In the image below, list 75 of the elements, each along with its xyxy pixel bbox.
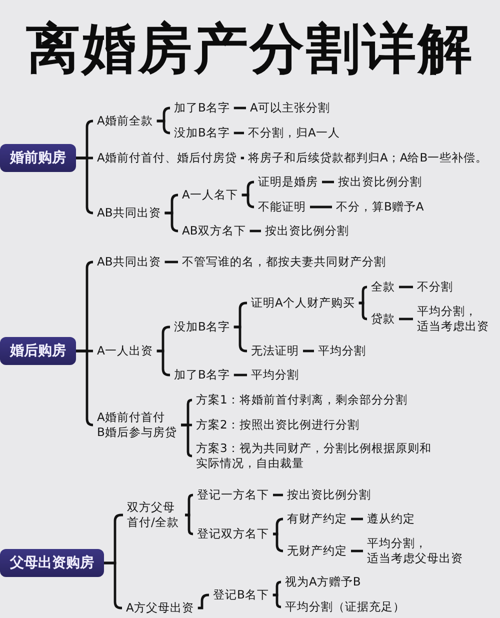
topic-box: 婚后购房 — [0, 337, 76, 365]
bracket-line — [181, 424, 194, 458]
branch-label: 登记双方名下 — [193, 526, 273, 542]
outcome-label: 方案1：将婚前首付剥离，剩余部分分割 — [192, 392, 412, 408]
bracket-line — [185, 494, 194, 516]
connector-line — [250, 230, 261, 232]
connector-line — [273, 494, 283, 496]
branch-label: 双方父母首付/全款 — [123, 500, 185, 530]
bracket-line — [156, 120, 172, 134]
outcome-label: 平均分割，适当考虑出资 — [413, 304, 495, 334]
bracket-line — [272, 594, 282, 608]
branch-label: 贷款 — [367, 312, 399, 326]
connector-line — [234, 374, 247, 376]
outcome-label: A可以主张分割 — [246, 100, 334, 116]
branch-label: 证明A个人财产购买 — [247, 296, 359, 310]
outcome-label: 按出资比例分割 — [261, 224, 353, 238]
branch-label: 全款 — [367, 280, 399, 294]
topic-box: 婚前购房 — [0, 144, 76, 172]
outcome-label: 平均分割，适当考虑父母出资 — [363, 536, 469, 566]
topic-box: 父母出资购房 — [0, 549, 104, 577]
branch-label: A婚前全款 — [93, 114, 157, 128]
branch-label: A一人名下 — [178, 188, 242, 202]
branch-label: 无财产约定 — [283, 544, 351, 558]
branch-label: A婚前付首付、婚后付房贷 — [93, 150, 241, 166]
connector-line — [234, 106, 246, 110]
branch-label: 无法证明 — [247, 344, 303, 358]
connector-line — [164, 260, 178, 264]
bracket-line — [185, 514, 194, 536]
branch-label: 加了B名字 — [170, 368, 234, 382]
bracket-line — [76, 350, 94, 426]
branch-label: A一人出资 — [93, 344, 157, 358]
outcome-label: 按出资比例分割 — [283, 488, 375, 502]
outcome-label: 平均分割 — [314, 344, 370, 358]
bracket-line — [242, 194, 256, 208]
connector-line — [310, 206, 332, 208]
bracket-line — [76, 156, 94, 214]
connector-line — [351, 550, 363, 552]
bracket-line — [273, 518, 284, 536]
connector-line — [303, 350, 314, 352]
branch-label: 没加B名字 — [170, 126, 234, 140]
branch-label: A婚前付首付 B婚后参与房贷 — [93, 410, 181, 440]
outcome-label: 不管写谁的名，都按夫妻共同财产分割 — [178, 254, 390, 270]
connector-line — [234, 132, 244, 134]
branch-label: AB共同出资 — [93, 206, 165, 220]
outcome-label: 不分割，归A一人 — [244, 126, 344, 140]
connector-line — [399, 318, 413, 320]
branch-label: 登记一方名下 — [193, 488, 273, 502]
branch-label: AB共同出资 — [93, 254, 165, 270]
outcome-label: 方案3：视为共同财产，分割比例根据原则和实际情况，自由裁量 — [192, 441, 440, 471]
connector-line — [399, 286, 413, 288]
branch-label: A方父母出资 — [122, 600, 198, 616]
outcome-label: 不分割 — [413, 280, 457, 294]
connector-line — [240, 156, 244, 160]
connector-line — [351, 518, 363, 520]
branch-label: 不能证明 — [254, 200, 310, 214]
outcome-label: 遵从约定 — [363, 512, 419, 526]
branch-label: AB双方名下 — [178, 224, 250, 238]
outcome-label: 方案2：按照出资比例进行分割 — [192, 418, 364, 432]
bracket-line — [358, 302, 368, 320]
connector-line — [198, 594, 210, 610]
branch-label: 有财产约定 — [283, 512, 351, 526]
branch-label: 没加B名字 — [170, 320, 234, 334]
outcome-label: 平均分割（证据充足） — [281, 600, 409, 614]
bracket-line — [164, 212, 180, 232]
branch-label: 登记B名下 — [209, 588, 273, 602]
connector-line — [322, 180, 334, 184]
branch-label: 加了B名字 — [170, 100, 234, 116]
outcome-label: 将房子和后续贷款都判归A；A给B一些补偿。 — [244, 150, 492, 166]
outcome-label: 不分，算B赠予A — [332, 200, 428, 214]
outcome-label: 视为A方赠予B — [281, 574, 365, 590]
branch-label: 证明是婚房 — [254, 174, 322, 190]
bracket-line — [273, 532, 284, 552]
title: 离婚房产分割详解 — [25, 16, 475, 82]
outcome-label: 按出资比例分割 — [334, 174, 426, 190]
outcome-label: 平均分割 — [247, 368, 303, 382]
